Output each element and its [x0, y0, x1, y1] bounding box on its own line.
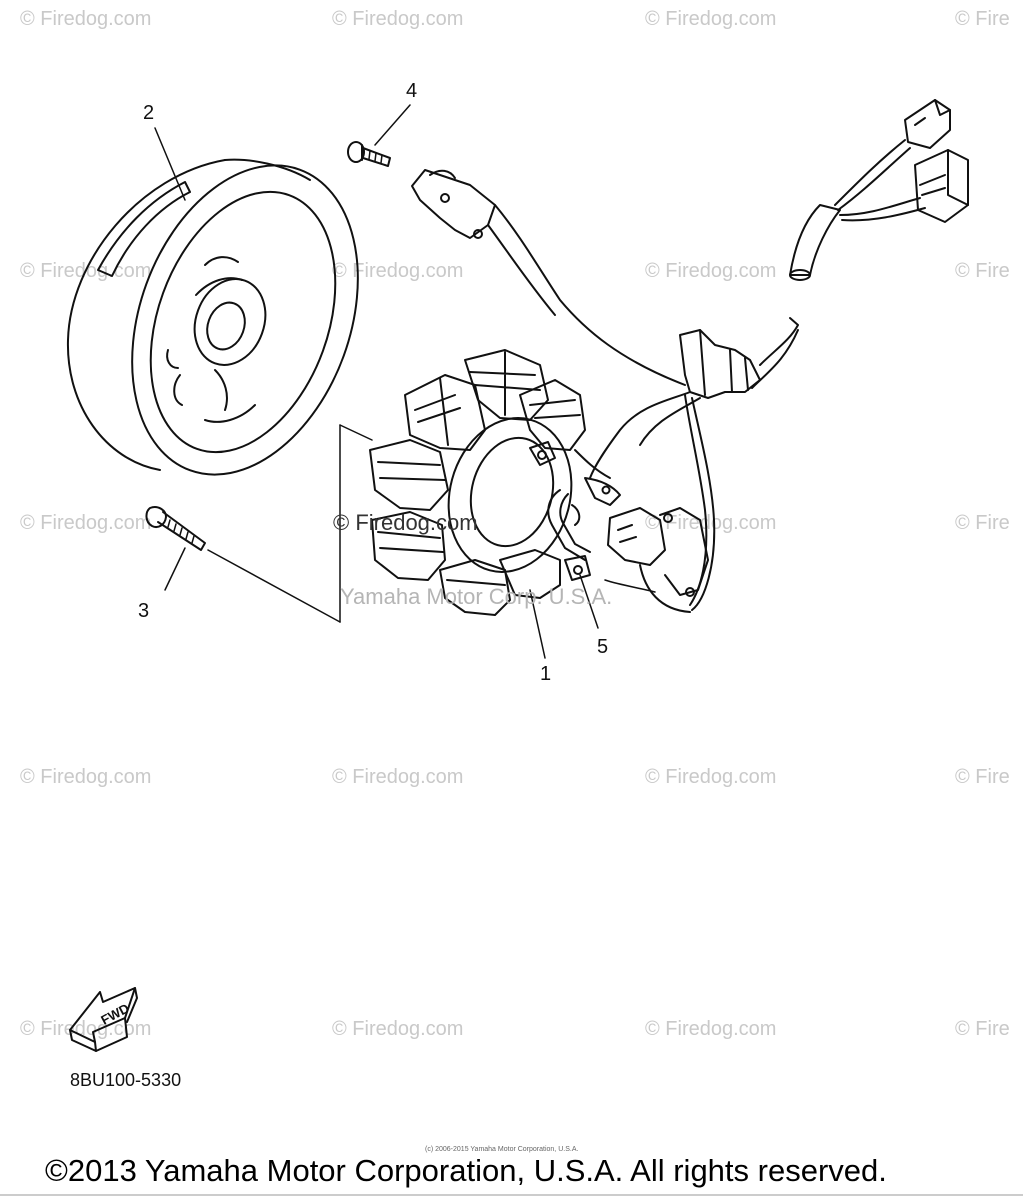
leader-lines — [154, 104, 599, 659]
watermark: © Fire — [955, 1018, 1010, 1040]
watermark: © Firedog.com — [20, 8, 152, 30]
watermark: © Firedog.com — [20, 766, 152, 788]
bolt-part-3 — [145, 506, 206, 551]
watermark: © Fire — [955, 8, 1010, 30]
yamaha-watermark: Yamaha Motor Corp. U.S.A. — [340, 584, 613, 609]
fwd-arrow-icon — [69, 987, 138, 1052]
flywheel-rotor — [66, 158, 359, 476]
part-code: 8BU100-5330 — [70, 1070, 182, 1090]
watermark: © Firedog.com — [20, 512, 152, 534]
callout-4: 4 — [406, 80, 418, 102]
watermark: © Fire — [955, 260, 1010, 282]
screw-part-4 — [347, 141, 391, 167]
watermark: © Firedog.com — [332, 1018, 464, 1040]
pickup-coil — [411, 169, 686, 386]
stator — [369, 349, 621, 616]
tiny-copyright-note: (c) 2006-2015 Yamaha Motor Corporation, … — [425, 1146, 579, 1153]
watermark: © Firedog.com — [332, 260, 464, 282]
watermark: © Firedog.com — [645, 1018, 777, 1040]
watermark: © Firedog.com — [645, 512, 777, 534]
callout-5: 5 — [597, 636, 609, 658]
callout-1: 1 — [540, 663, 552, 685]
watermark: © Fire — [955, 512, 1010, 534]
watermark: © Firedog.com — [645, 8, 777, 30]
center-watermark: © Firedog.com — [333, 510, 478, 535]
watermark: © Firedog.com — [332, 8, 464, 30]
callout-2: 2 — [143, 102, 155, 124]
watermark: © Firedog.com — [20, 1018, 152, 1040]
lower-sensor — [604, 507, 709, 613]
watermark: © Firedog.com — [645, 766, 777, 788]
copyright-notice: ©2013 Yamaha Motor Corporation, U.S.A. A… — [45, 1153, 887, 1188]
wire-harness — [589, 99, 969, 611]
watermark: © Firedog.com — [645, 260, 777, 282]
watermark: © Firedog.com — [332, 766, 464, 788]
callout-3: 3 — [138, 600, 150, 622]
watermark: © Fire — [955, 766, 1010, 788]
clamp-part-5 — [547, 489, 591, 561]
